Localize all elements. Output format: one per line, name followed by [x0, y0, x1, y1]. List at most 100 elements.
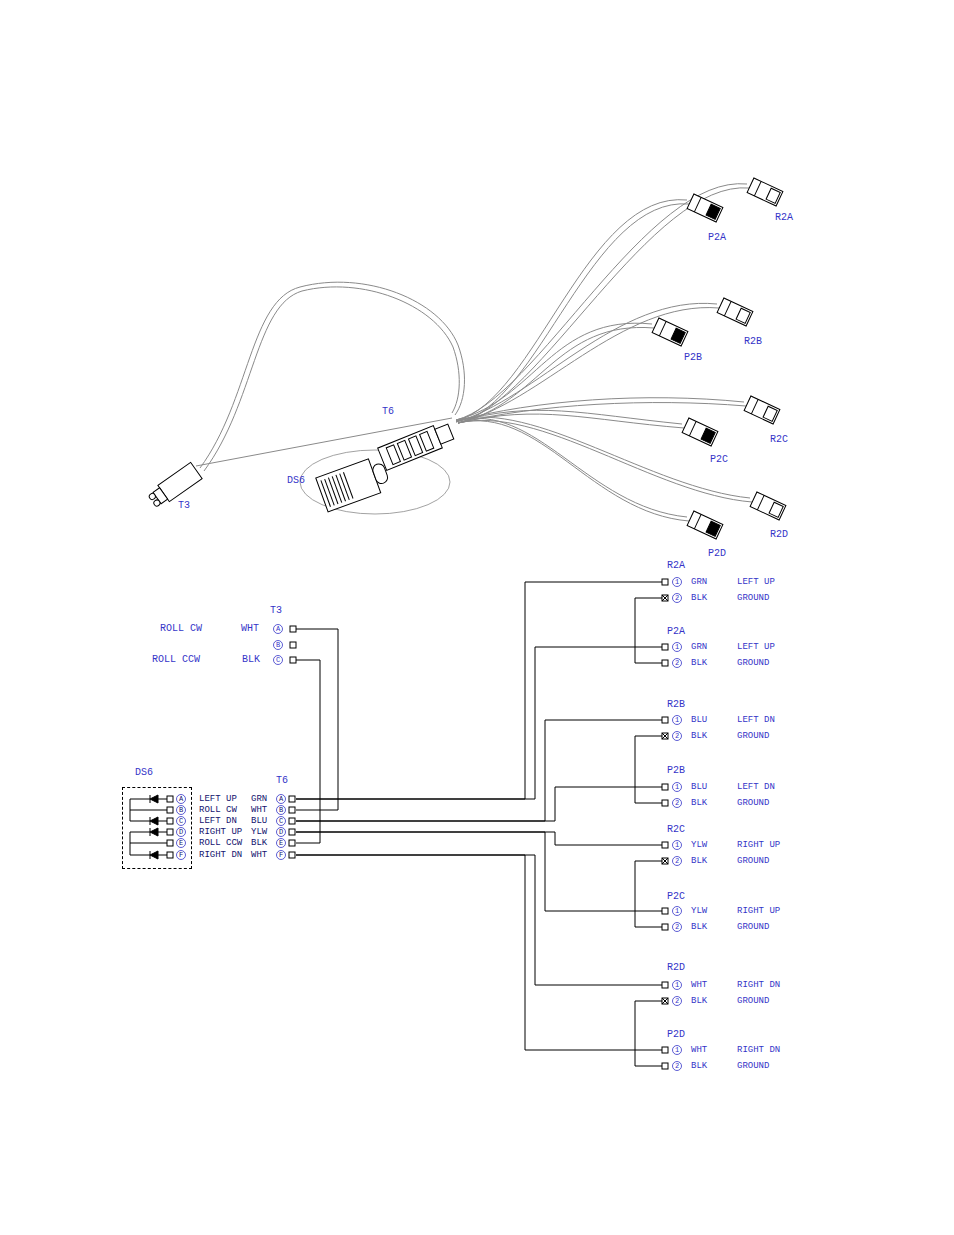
wire: [158, 799, 167, 800]
connector-label: R2A: [775, 213, 793, 223]
pin-letter: B: [279, 807, 283, 814]
pigtail-connector: [687, 511, 723, 539]
connector-body: [687, 511, 723, 539]
connector-label: T3: [270, 606, 282, 616]
pin-letter: C: [279, 818, 283, 825]
diode-symbol: [150, 851, 158, 859]
connector-body: [687, 194, 723, 222]
pin-square: [662, 1063, 668, 1069]
connector-face: [706, 204, 720, 219]
pin-square: [662, 858, 668, 864]
pin-circle: [673, 997, 682, 1006]
pin-number: 2: [675, 733, 679, 740]
pin-circle: [177, 795, 186, 804]
pin-letter: A: [279, 796, 283, 803]
cable: [458, 204, 689, 423]
pin-circle: [277, 851, 286, 860]
wire-color: BLK: [691, 923, 707, 932]
signal-name: LEFT DN: [199, 817, 237, 826]
pin-square: [662, 982, 668, 988]
wire: [296, 832, 662, 911]
pin-circle: [177, 817, 186, 826]
t6-connector: [378, 420, 456, 470]
pin-circle: [673, 857, 682, 866]
signal-name: RIGHT UP: [199, 828, 242, 837]
pigtail-connector: [652, 318, 688, 346]
pin-number: 2: [675, 1063, 679, 1070]
connector-boot: [435, 424, 454, 444]
pin-square: [662, 908, 668, 914]
pin-cross: [662, 733, 668, 739]
wire-color: GRN: [691, 643, 707, 652]
pin-circle: [277, 795, 286, 804]
pin-circle: [673, 841, 682, 850]
signal-name: LEFT UP: [737, 643, 775, 652]
pin-square: [289, 818, 295, 824]
common-bus: [130, 799, 131, 821]
signal-name: LEFT DN: [737, 783, 775, 792]
connector-label: R2A: [667, 561, 685, 571]
ground-wire: [635, 1001, 662, 1066]
wire-color: YLW: [691, 907, 707, 916]
signal-name: GROUND: [737, 732, 769, 741]
pin-number: 2: [675, 998, 679, 1005]
pin-square: [662, 660, 668, 666]
pin-letter: A: [276, 626, 280, 633]
pin-letter: D: [179, 829, 183, 836]
pin-cross: [662, 733, 668, 739]
pigtail-connector: [744, 396, 780, 424]
pin-cross: [662, 858, 668, 864]
pin-number: 1: [675, 784, 679, 791]
connector-label: P2D: [667, 1030, 685, 1040]
pin-circle: [673, 594, 682, 603]
connector-body: [750, 492, 786, 520]
ds6-module: [316, 455, 392, 512]
signal-name: LEFT DN: [737, 716, 775, 725]
pin-circle: [274, 656, 283, 665]
pin-circle: [673, 923, 682, 932]
pin-letter: C: [276, 657, 280, 664]
pin-number: 1: [675, 982, 679, 989]
pin-square: [167, 852, 173, 858]
pin-circle: [274, 625, 283, 634]
connector-label: P2D: [708, 549, 726, 559]
pin-square: [289, 840, 295, 846]
signal-name: GROUND: [737, 659, 769, 668]
wire-color: BLK: [691, 594, 707, 603]
signal-name: GROUND: [737, 997, 769, 1006]
pin-square: [289, 796, 295, 802]
pin-circle: [673, 1046, 682, 1055]
pin-number: 1: [675, 842, 679, 849]
pin-circle: [277, 828, 286, 837]
diode-symbol: [150, 795, 158, 803]
connector-body: [744, 396, 780, 424]
pin-number: 1: [675, 1047, 679, 1054]
connector-face: [706, 521, 720, 536]
cable: [456, 323, 652, 420]
module-stripe: [321, 480, 331, 506]
wire-color: WHT: [691, 981, 707, 990]
connector-cavity: [408, 436, 422, 456]
pin-square: [290, 657, 296, 663]
signal-name: LEFT UP: [737, 578, 775, 587]
connector-label: R2D: [667, 963, 685, 973]
pin-circle: [673, 659, 682, 668]
connector-pin: [153, 499, 161, 507]
signal-name: RIGHT DN: [737, 981, 780, 990]
wire-color: BLK: [691, 997, 707, 1006]
pin-circle: [673, 578, 682, 587]
pin-cross: [662, 858, 668, 864]
connector-body: [747, 178, 783, 206]
pin-circle: [673, 907, 682, 916]
pin-circle: [177, 806, 186, 815]
wire-color: BLU: [691, 716, 707, 725]
pin-letter: B: [179, 807, 183, 814]
connector-rib: [757, 495, 764, 510]
pigtail-connector: [682, 418, 718, 446]
pin-circle: [673, 732, 682, 741]
pin-square: [662, 998, 668, 1004]
module-label: DS6: [135, 768, 153, 778]
connector-face: [736, 308, 750, 323]
pin-circle: [277, 806, 286, 815]
connector-rib: [724, 301, 731, 316]
